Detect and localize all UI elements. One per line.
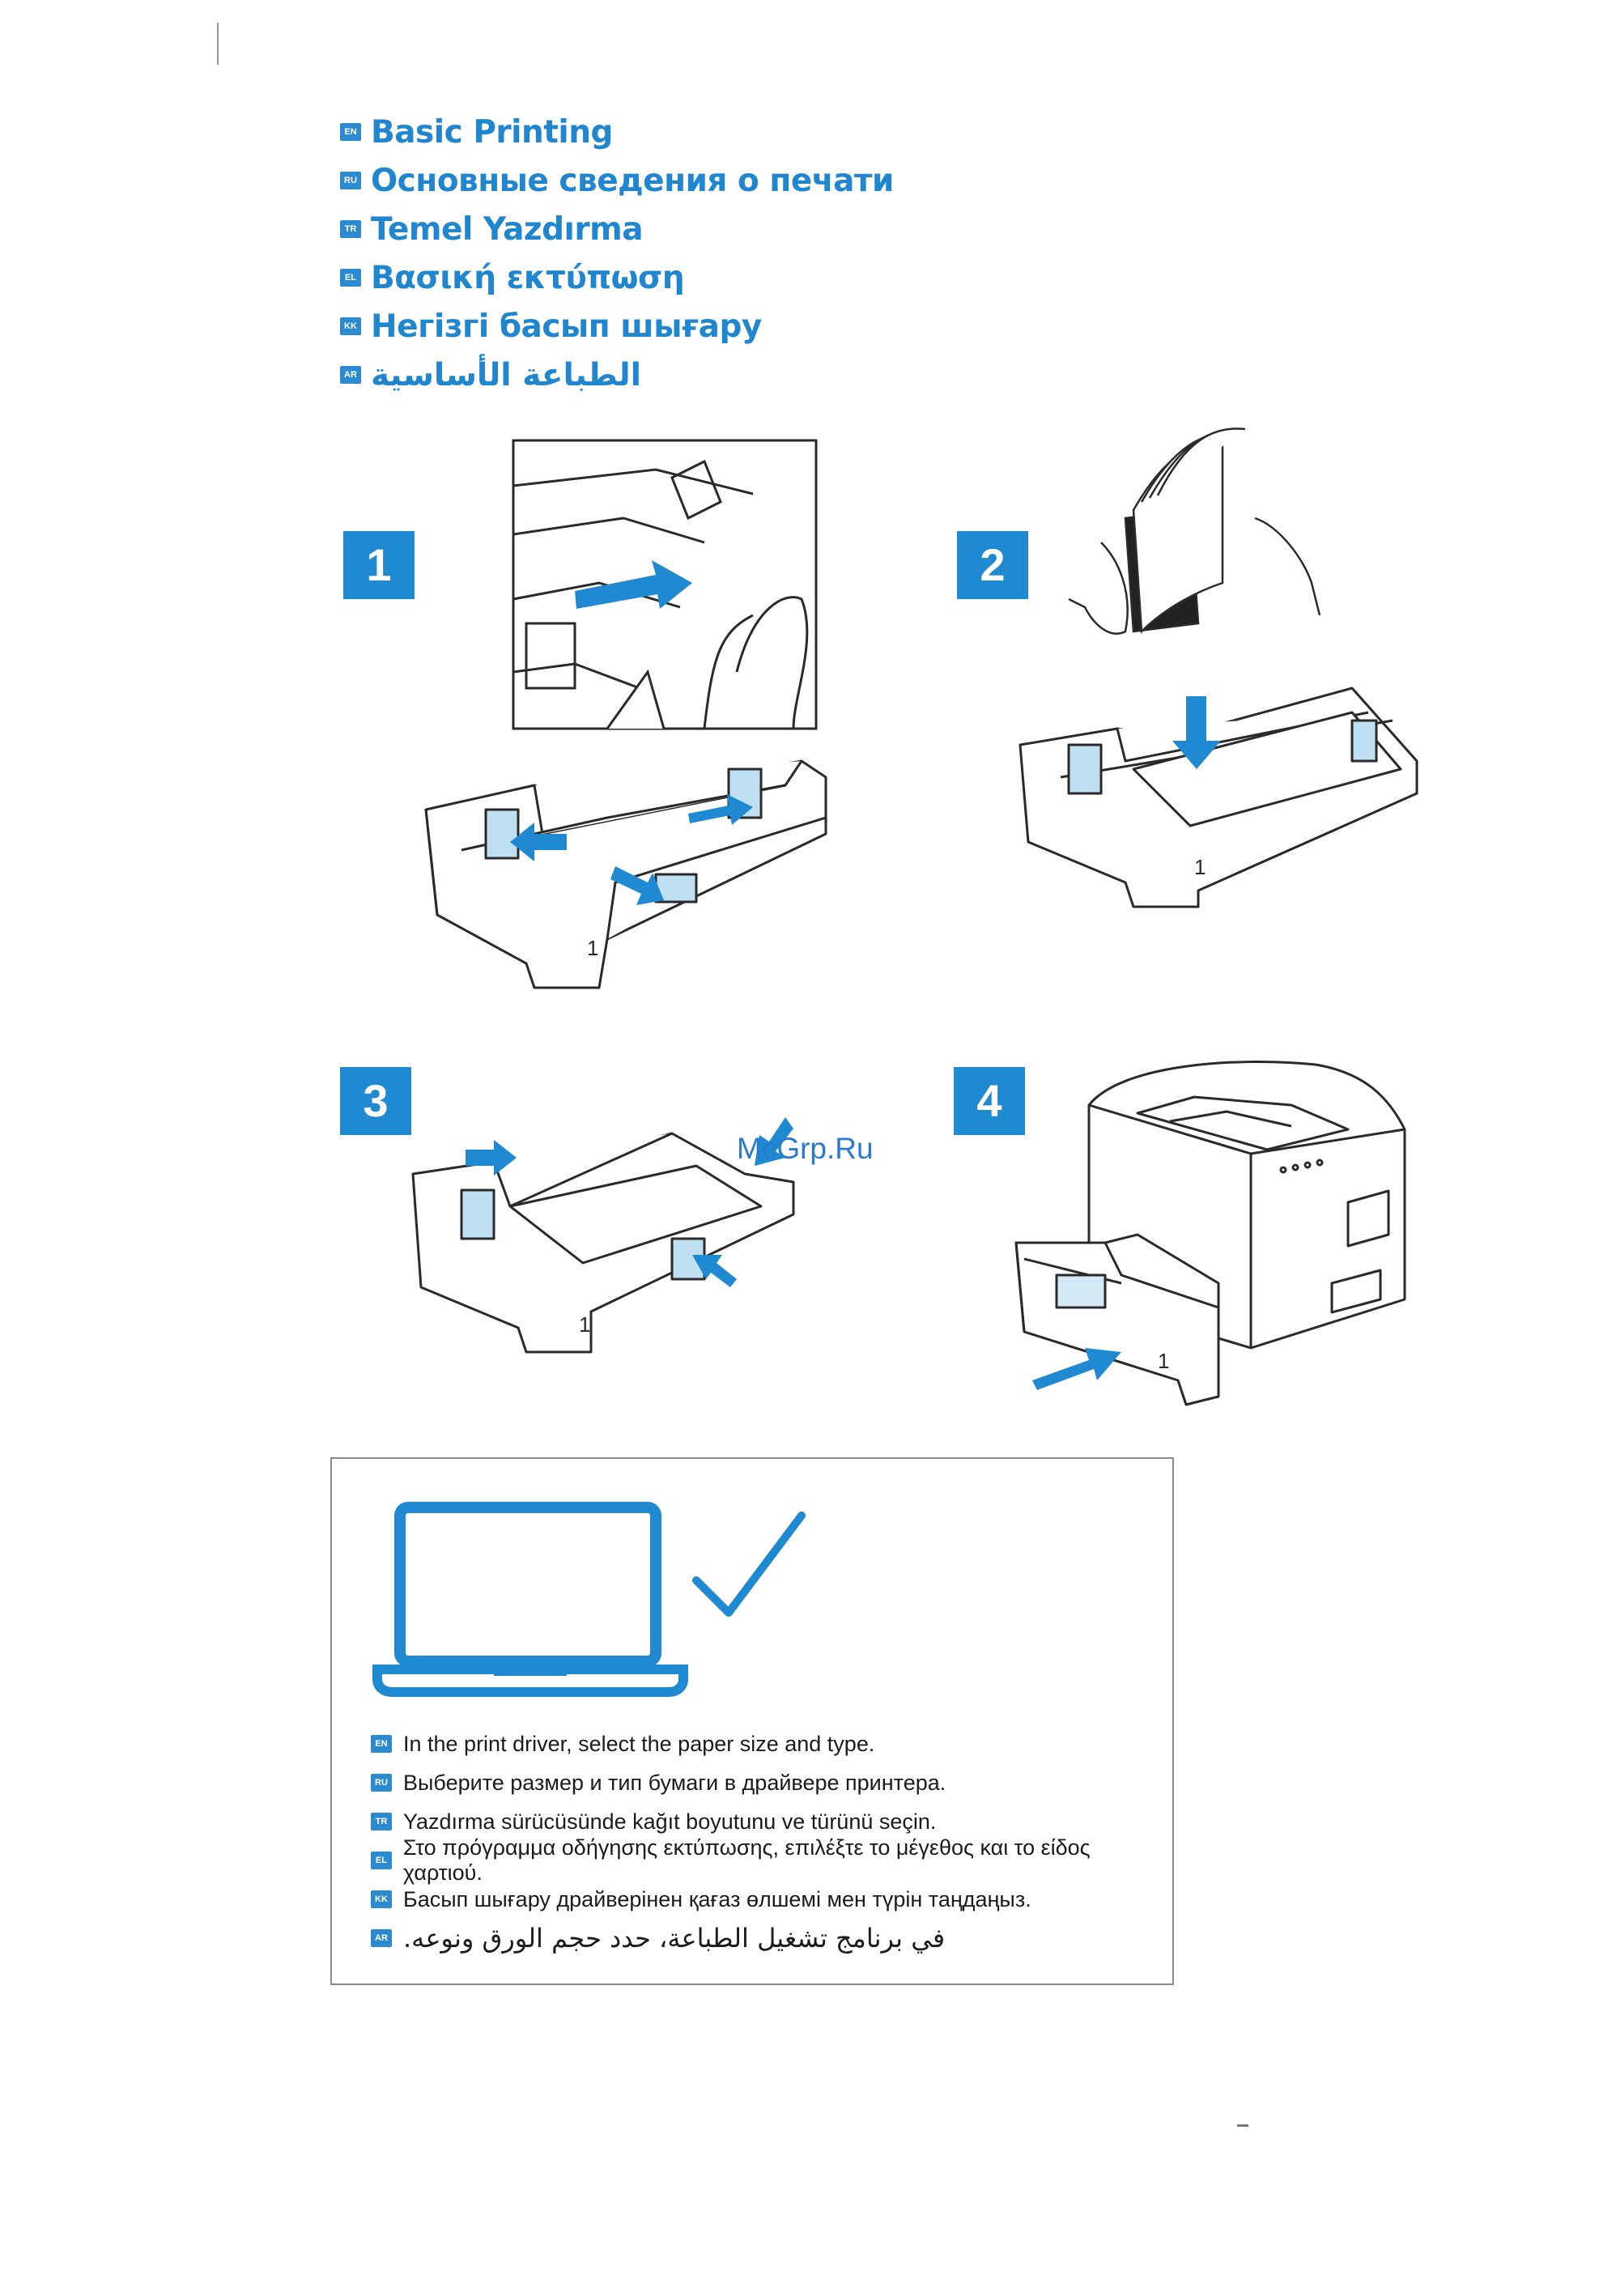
instruction-en: EN In the print driver, select the paper…: [371, 1728, 874, 1760]
paper-tray: [411, 1132, 795, 1354]
lang-badge: KK: [340, 317, 361, 335]
instruction-text: Yazdırma sürücüsünde kağıt boyutunu ve t…: [403, 1809, 937, 1834]
lang-badge: EN: [340, 123, 361, 141]
insert-arrow: [1032, 1348, 1121, 1390]
instruction-text: Выберите размер и тип бумаги в драйвере …: [403, 1770, 946, 1795]
watermark: McGrp.Ru: [737, 1132, 874, 1165]
step4-illustration: 1: [1014, 1061, 1406, 1406]
instruction-text: Басып шығару драйверінен қағаз өлшемі ме…: [403, 1886, 1031, 1911]
guide-arrow-bottom: [692, 1255, 737, 1287]
instruction-tr: TR Yazdırma sürücüsünde kağıt boyutunu v…: [371, 1805, 936, 1838]
instruction-box: EN In the print driver, select the paper…: [330, 1457, 1174, 1985]
title-text: Основные сведения о печати: [371, 162, 894, 199]
instruction-ru: RU Выберите размер и тип бумаги в драйве…: [371, 1767, 946, 1799]
guide-arrow-top: [755, 1117, 793, 1166]
lang-badge: RU: [371, 1774, 392, 1792]
title-text: الطباعة الأساسية: [371, 356, 642, 393]
title-text: Basic Printing: [371, 113, 613, 151]
step3-illustration: 1: [411, 1117, 795, 1354]
instruction-text: Στο πρόγραμμα οδήγησης εκτύπωσης, επιλέξ…: [402, 1835, 1091, 1885]
title-en: EN Basic Printing: [340, 110, 613, 154]
lang-badge: KK: [371, 1890, 392, 1908]
tray-number: 1: [587, 936, 598, 960]
lang-badge: TR: [340, 220, 361, 238]
lang-badge: EN: [371, 1735, 392, 1753]
load-arrow-down: [1172, 696, 1221, 769]
guide-arrow-left: [466, 1140, 517, 1176]
title-text: Temel Yazdırma: [371, 210, 644, 248]
instruction-kk: KK Басып шығару драйверінен қағаз өлшемі…: [371, 1883, 1031, 1915]
step1-illustration: 1: [424, 439, 827, 989]
title-ar: AR الطباعة الأساسية: [340, 353, 642, 397]
paper-stack: [1124, 427, 1246, 634]
title-tr: TR Temel Yazdırma: [340, 207, 644, 251]
zoom-arrow: [575, 560, 692, 609]
lang-badge: EL: [340, 269, 361, 287]
instruction-el: EL Στο πρόγραμμα οδήγησης εκτύπωσης, επι…: [371, 1835, 1172, 1885]
instruction-text: في برنامج تشغيل الطباعة، حدد حجم الورق و…: [403, 1923, 946, 1954]
guide-arrow-left: [510, 823, 567, 861]
lang-badge: TR: [371, 1813, 392, 1830]
title-el: EL Βασική εκτύπωση: [340, 256, 685, 300]
lang-badge: EL: [371, 1852, 392, 1869]
step2-illustration: 1: [1019, 427, 1418, 908]
tray-number: 1: [1194, 855, 1206, 879]
step-badge-4: 4: [954, 1067, 1025, 1135]
instruction-ar: AR في برنامج تشغيل الطباعة، حدد حجم الور…: [371, 1922, 945, 1954]
step-badge-1: 1: [343, 531, 415, 599]
paper-tray: [1019, 687, 1418, 908]
tray-number: 1: [579, 1312, 590, 1337]
lang-badge: AR: [371, 1929, 392, 1947]
lang-badge: AR: [340, 366, 361, 384]
step-badge-2: 2: [957, 531, 1028, 599]
title-text: Βασική εκτύπωση: [371, 259, 685, 296]
guide-arrow-down: [610, 866, 664, 905]
title-text: Негізгі басып шығару: [371, 308, 762, 345]
scan-edge-line: [217, 23, 219, 65]
scan-mark: [1237, 2124, 1248, 2127]
checkmark-icon: [692, 1512, 806, 1617]
instruction-text: In the print driver, select the paper si…: [403, 1731, 875, 1756]
hands: [1068, 517, 1321, 635]
title-kk: KK Негізгі басып шығару: [340, 304, 762, 348]
step-badge-3: 3: [340, 1067, 411, 1135]
laptop-icon: [372, 1502, 688, 1697]
paper-tray: [1014, 1233, 1220, 1406]
tray-number: 1: [1158, 1349, 1169, 1373]
lang-badge: RU: [340, 172, 361, 189]
title-ru: RU Основные сведения о печати: [340, 159, 894, 202]
guide-arrow-right: [688, 794, 753, 825]
